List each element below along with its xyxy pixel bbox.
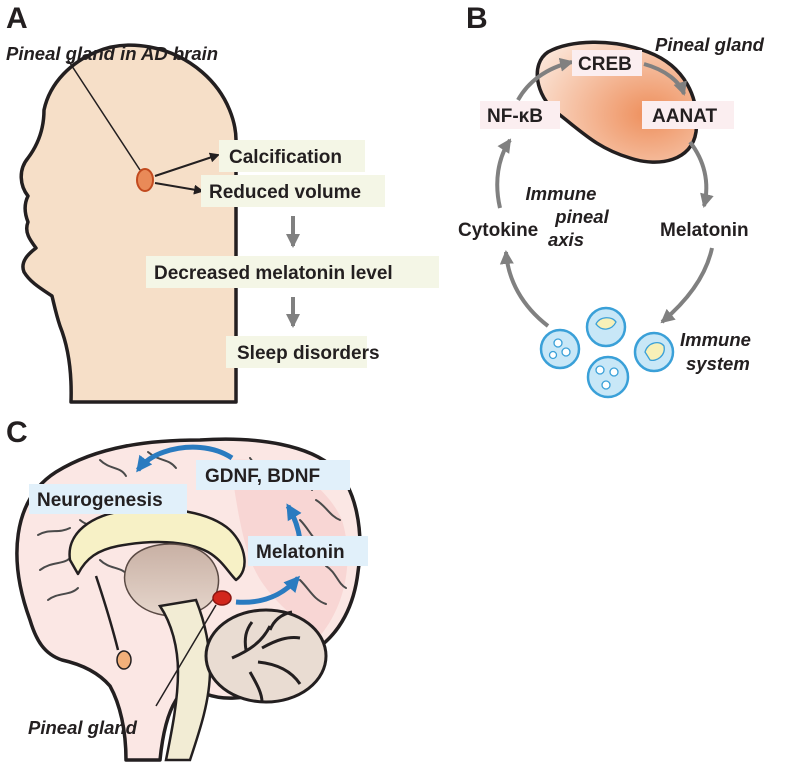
aanat-label: AANAT (652, 106, 717, 127)
panel-b: B CREB NF-κB AANAT Pineal gland Melatoni… (458, 2, 765, 399)
panel-a-letter: A (6, 2, 28, 35)
arbor-vitae (231, 610, 302, 703)
immune-system-line1: Immune (680, 329, 751, 350)
panel-b-letter: B (466, 2, 488, 35)
creb-box (572, 50, 642, 76)
pineal-gland-label-c: Pineal gland (28, 717, 138, 738)
arrow-immune-to-cytokine (499, 250, 550, 328)
neurogenesis-label: Neurogenesis (37, 490, 163, 511)
immune-cells (539, 306, 675, 399)
panel-c-letter: C (6, 416, 28, 449)
nfkb-box (480, 101, 560, 129)
immune-cell (586, 355, 630, 399)
arrow-cytokine-to-nfkb (495, 138, 512, 209)
reduced-volume-box (201, 175, 385, 207)
decreased-melatonin-label: Decreased melatonin level (154, 263, 393, 284)
pineal-pointer-c (155, 604, 217, 707)
immune-system-line2: system (686, 353, 750, 374)
arrow-to-reduced-volume (154, 182, 204, 195)
cerebellum (204, 608, 328, 704)
melatonin-label-b: Melatonin (660, 220, 749, 241)
arrow-creb-to-aanat (643, 62, 687, 96)
fornix (94, 575, 120, 651)
sleep-disorders-box (226, 336, 367, 368)
arrow-to-calcification (154, 152, 220, 177)
arrow-nfkb-to-creb (516, 57, 574, 102)
arrow-gdnf-to-neurogenesis (136, 444, 234, 473)
sleep-disorders-label: Sleep disorders (237, 343, 380, 364)
panel-c: C (6, 416, 368, 762)
arrow-pineal-to-melatonin (235, 575, 300, 605)
aanat-box (642, 101, 734, 129)
center-label-line3: axis (548, 229, 584, 250)
melatonin-label-c: Melatonin (256, 542, 345, 563)
cytokine-label: Cytokine (458, 220, 538, 241)
calcification-box (219, 140, 365, 172)
head-silhouette (19, 43, 238, 404)
immune-cell (633, 331, 675, 373)
panel-a: A Calcification Reduced volume Decreased… (6, 2, 439, 404)
decreased-melatonin-box (146, 256, 439, 288)
arrow-aanat-to-melatonin (688, 140, 714, 208)
arrow-melatonin-to-immune (660, 247, 714, 324)
pituitary (116, 650, 132, 670)
pineal-pointer-line (67, 59, 141, 171)
panel-a-title: Pineal gland in AD brain (6, 43, 218, 64)
gdnf-bdnf-label: GDNF, BDNF (205, 466, 320, 487)
gdnf-bdnf-box (196, 460, 350, 490)
immune-cell (539, 328, 581, 370)
calcification-label: Calcification (229, 147, 342, 168)
reduced-volume-label: Reduced volume (209, 182, 361, 203)
creb-label: CREB (578, 54, 632, 75)
immune-cell (585, 306, 627, 348)
pineal-gland-label-b: Pineal gland (655, 34, 765, 55)
center-label-line1: Immune (526, 183, 597, 204)
melatonin-box-c (248, 536, 368, 566)
neurogenesis-box (29, 484, 187, 514)
nfkb-label: NF-κB (487, 106, 543, 127)
center-label-line2: pineal (554, 206, 609, 227)
pineal-gland-a (136, 168, 154, 192)
pineal-gland-c (212, 590, 232, 606)
